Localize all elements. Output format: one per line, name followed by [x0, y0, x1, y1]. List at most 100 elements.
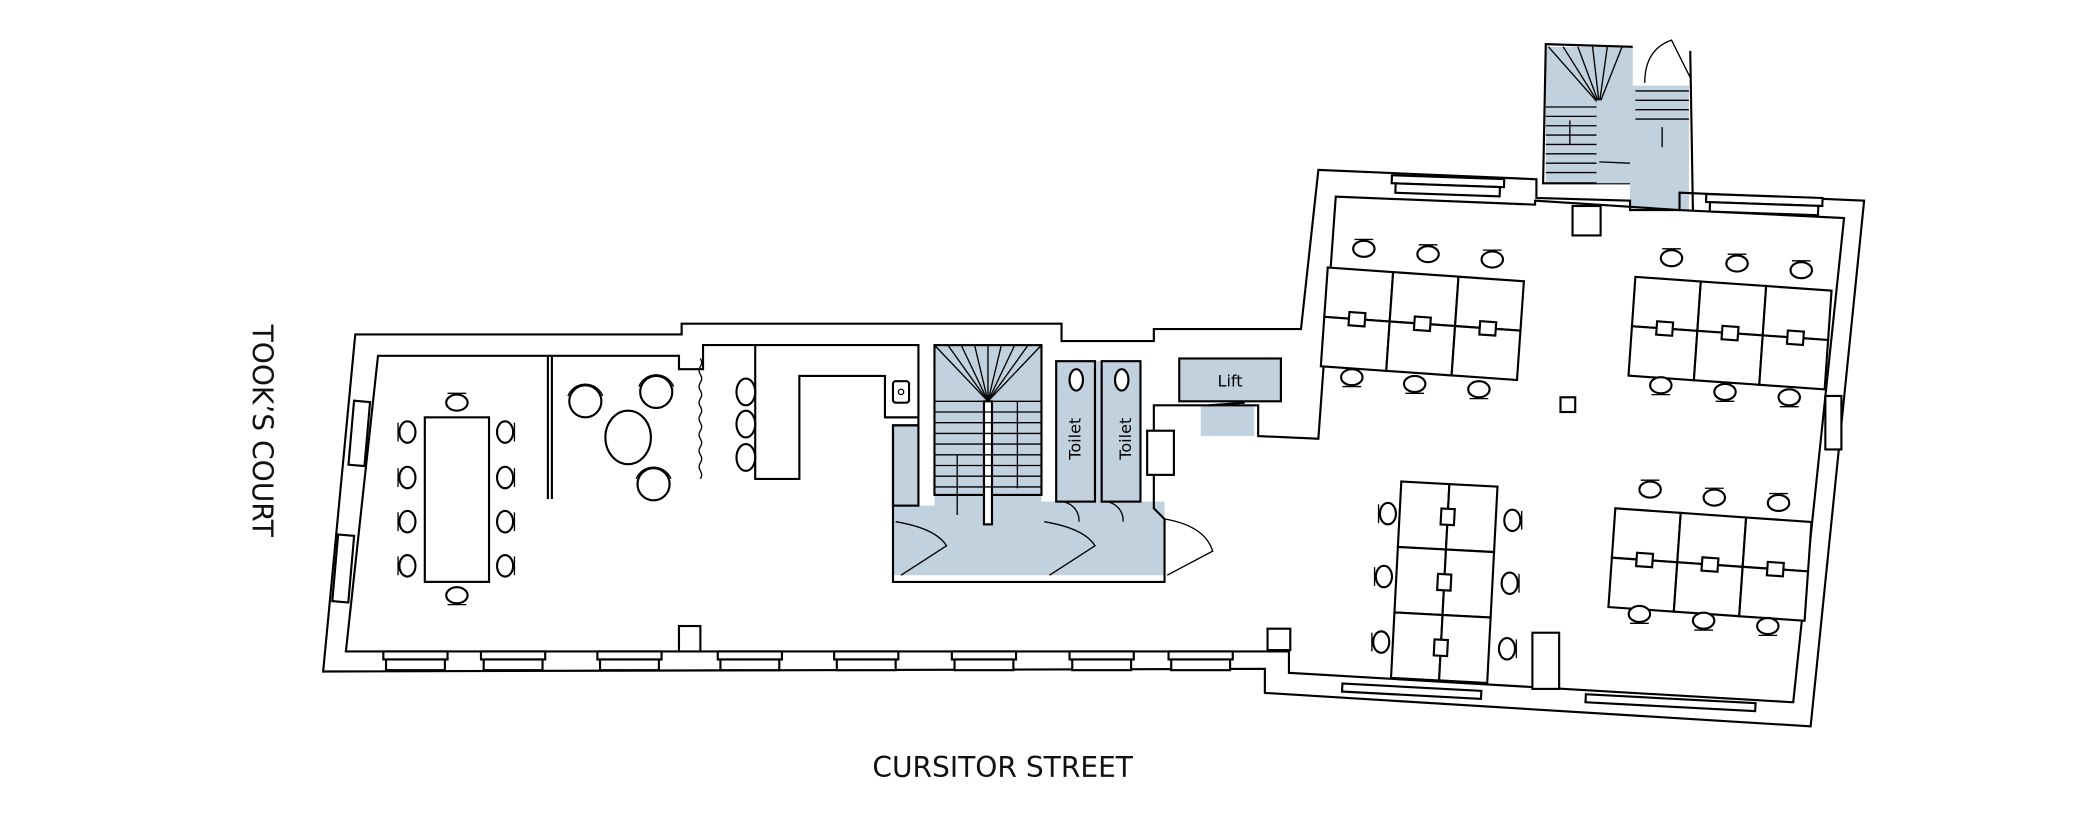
toilet-1 [1055, 360, 1097, 503]
window [835, 658, 897, 672]
window [1170, 658, 1232, 672]
door-swing [895, 518, 1214, 576]
curtain [698, 358, 703, 480]
toilet-label: Toilet [1116, 418, 1135, 461]
chair [1789, 260, 1814, 280]
lounge-chair [635, 466, 672, 502]
monitor [1478, 319, 1498, 337]
door-swing [1644, 39, 1691, 83]
window [1167, 650, 1234, 661]
chair [397, 465, 417, 490]
street-label-cursitor-street: CURSITOR STREET [872, 751, 1133, 784]
meeting-table [423, 416, 491, 583]
chair [495, 509, 516, 534]
chair [1377, 501, 1398, 526]
stair-winder [987, 344, 1002, 402]
desk-cluster [1627, 275, 1833, 391]
chair [397, 509, 417, 534]
monitor [1439, 507, 1456, 527]
chair [1659, 248, 1684, 268]
window [331, 533, 356, 604]
chair [1497, 636, 1518, 661]
chair [1702, 487, 1727, 507]
chair [1352, 238, 1376, 258]
stair-arrow [1599, 161, 1631, 164]
chair [1480, 249, 1505, 269]
window [596, 650, 663, 661]
chair [495, 420, 516, 444]
chair [397, 554, 417, 578]
stair-winder [947, 344, 989, 402]
workstations [1319, 266, 1833, 685]
lift-label: Lift [1218, 372, 1243, 391]
window [347, 399, 372, 468]
chair [445, 586, 469, 606]
stair-winder [933, 344, 989, 402]
lift [1178, 357, 1282, 407]
window [1708, 201, 1820, 217]
wc-icon [1113, 368, 1130, 392]
monitor [1720, 324, 1740, 342]
window [482, 658, 544, 672]
monitor [1785, 329, 1806, 347]
chair [495, 554, 516, 578]
chair [1371, 630, 1391, 654]
window [719, 658, 781, 672]
chair [1777, 388, 1801, 408]
chair [1713, 382, 1737, 402]
meeting-room [423, 355, 553, 583]
coffee-table [604, 409, 652, 466]
kitchen-counter [754, 344, 920, 480]
chair [397, 420, 417, 444]
window [598, 658, 660, 672]
chair [1691, 611, 1716, 631]
window [384, 658, 446, 672]
window [1394, 182, 1502, 198]
columns [677, 204, 1602, 690]
stool [735, 409, 757, 439]
monitor [1634, 551, 1655, 569]
stair-winder [1591, 46, 1600, 105]
stair-winder [973, 344, 989, 402]
chair [1373, 564, 1394, 589]
monitor [1700, 556, 1720, 573]
chair [1766, 492, 1791, 513]
toilet-2 [1100, 360, 1142, 503]
chair [495, 465, 516, 490]
lounge-chair [638, 374, 675, 410]
window [953, 658, 1015, 672]
chair [1402, 374, 1427, 394]
kitchen [735, 344, 920, 480]
lounge-chair [567, 383, 604, 419]
chair [1627, 604, 1652, 625]
window [382, 650, 449, 661]
chairs [397, 238, 1814, 661]
monitor [1655, 320, 1675, 337]
window [1068, 650, 1135, 661]
toilet-label: Toilet [1065, 418, 1084, 461]
stair-winder [960, 344, 989, 402]
stair-winder [1598, 46, 1608, 105]
stair-winder [987, 344, 1029, 402]
sink-icon [891, 380, 911, 404]
chair [1340, 368, 1364, 388]
stair-winder [1562, 46, 1600, 105]
chair [1467, 380, 1491, 400]
stair-winder [1547, 46, 1600, 105]
desk-cluster [1389, 480, 1499, 685]
chair [1503, 508, 1523, 533]
stool [735, 443, 757, 472]
chair [1649, 376, 1673, 396]
chair [1725, 253, 1749, 273]
monitor [1436, 572, 1453, 592]
window [1071, 658, 1133, 672]
chair [1756, 616, 1780, 637]
monitor [1765, 560, 1785, 578]
duct [1146, 429, 1175, 476]
window [479, 650, 547, 661]
desk-cluster [1607, 507, 1813, 622]
outer-wall [321, 168, 1866, 728]
rear-staircase [1542, 39, 1694, 211]
